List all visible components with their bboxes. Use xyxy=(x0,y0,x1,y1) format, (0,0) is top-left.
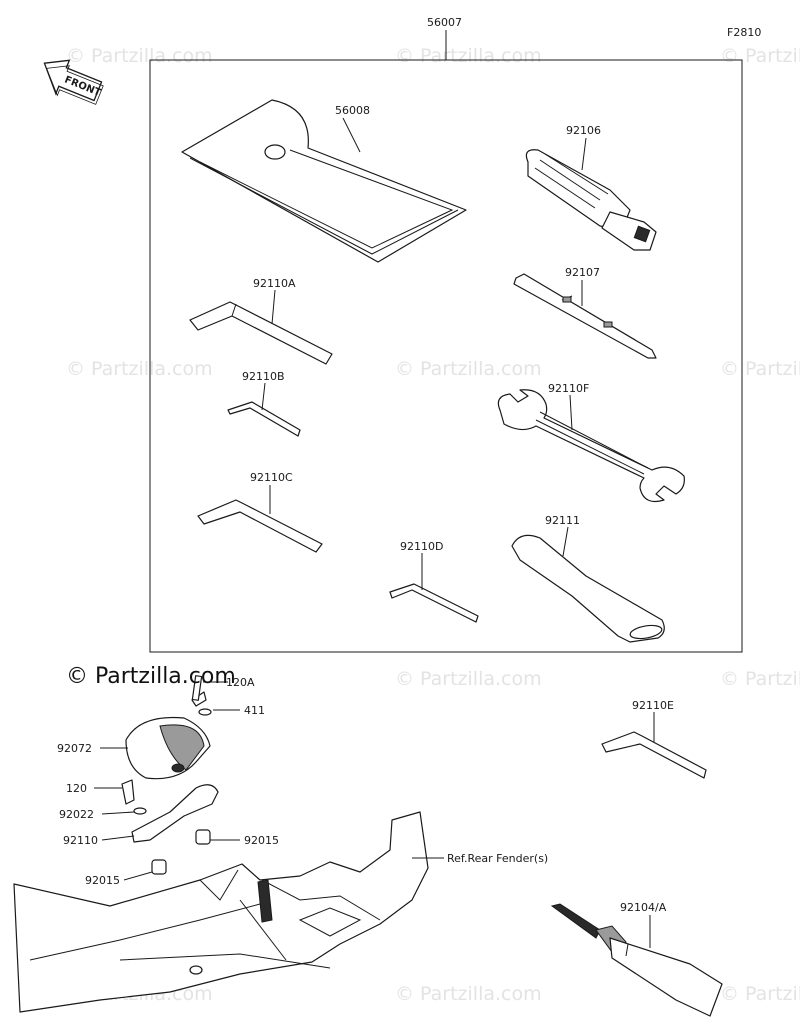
part-label-120: 120 xyxy=(66,782,87,795)
part-label-92104A: 92104/A xyxy=(620,901,667,914)
grease-tube-icon xyxy=(550,903,723,1017)
screwdriver-bit-icon xyxy=(513,273,657,359)
tool-pouch-icon xyxy=(181,99,467,263)
hex-key-d-icon xyxy=(389,583,479,623)
leader-line xyxy=(101,811,135,815)
part-label-411: 411 xyxy=(244,704,265,717)
ref-rear-fender-note: Ref.Rear Fender(s) xyxy=(447,852,548,865)
part-label-92107: 92107 xyxy=(565,266,600,279)
part-label-56007: 56007 xyxy=(427,16,462,29)
hex-key-e-icon xyxy=(601,731,707,779)
grommet-icon xyxy=(151,829,211,875)
watermark-text: © Partzilla.com xyxy=(66,45,213,67)
washer-icon xyxy=(133,807,147,815)
diagram-code: F2810 xyxy=(727,26,761,39)
hex-key-a-icon xyxy=(189,301,333,365)
leader-line xyxy=(271,289,276,325)
bracket-icon xyxy=(131,784,219,843)
leader-line xyxy=(562,526,569,557)
watermark-layer: © Partzilla.com © Partzilla.com © Partzi… xyxy=(66,45,800,1005)
copyright-notice: © Partzilla.com xyxy=(66,664,236,689)
watermark-text: © Partzilla.com xyxy=(395,45,542,67)
part-label-92110D: 92110D xyxy=(400,540,443,553)
watermark-text: © Partzilla.com xyxy=(395,358,542,380)
part-label-92111: 92111 xyxy=(545,514,580,527)
washer-icon xyxy=(198,708,212,716)
watermark-text: © Partzilla.com xyxy=(720,668,800,690)
watermark-text: © Partzilla.com xyxy=(395,983,542,1005)
leader-line xyxy=(569,394,573,431)
leader-line xyxy=(261,382,266,411)
part-label-92110B: 92110B xyxy=(242,370,285,383)
part-label-120A: 120A xyxy=(226,676,255,689)
bolt-icon xyxy=(191,675,207,707)
hex-key-c-icon xyxy=(197,499,323,553)
rear-fender-icon xyxy=(13,811,429,1013)
watermark-text: © Partzilla.com xyxy=(720,45,800,67)
leader-line xyxy=(101,835,135,841)
part-label-92106: 92106 xyxy=(566,124,601,137)
watermark-text: © Partzilla.com xyxy=(395,668,542,690)
part-label-92110E: 92110E xyxy=(632,699,674,712)
part-label-92110C: 92110C xyxy=(250,471,293,484)
watermark-text: © Partzilla.com xyxy=(66,358,213,380)
open-end-wrench-icon xyxy=(497,389,685,503)
screwdriver-handle-icon xyxy=(525,149,657,251)
watermark-text: © Partzilla.com xyxy=(720,983,800,1005)
bolt-icon xyxy=(121,779,135,805)
part-label-92022: 92022 xyxy=(59,808,94,821)
part-label-92110: 92110 xyxy=(63,834,98,847)
part-label-56008: 56008 xyxy=(335,104,370,117)
leader-line xyxy=(581,137,587,171)
part-label-92072: 92072 xyxy=(57,742,92,755)
tool-grip-icon xyxy=(511,534,665,643)
leader-line xyxy=(342,117,361,153)
tool-holder-cover-icon xyxy=(125,716,211,780)
part-label-92110A: 92110A xyxy=(253,277,296,290)
part-label-92015-right: 92015 xyxy=(244,834,279,847)
hex-key-b-icon xyxy=(227,401,301,437)
part-label-92110F: 92110F xyxy=(548,382,589,395)
part-label-92015-left: 92015 xyxy=(85,874,120,887)
watermark-text: © Partzilla.com xyxy=(720,358,800,380)
leader-line xyxy=(123,871,153,881)
